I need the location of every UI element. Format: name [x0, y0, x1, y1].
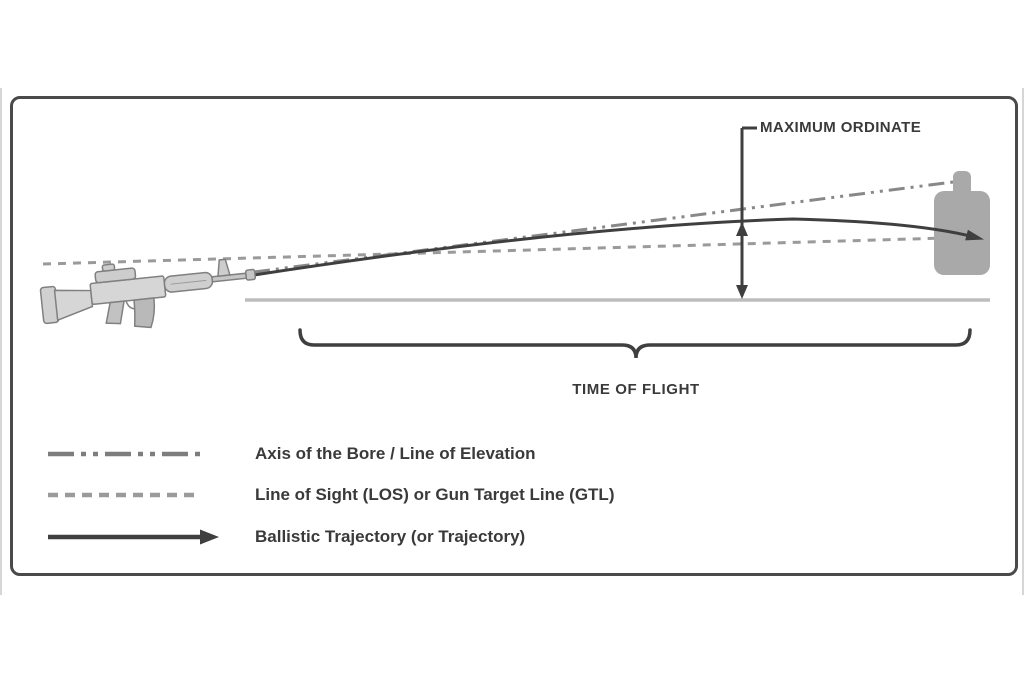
legend-trajectory-arrowhead — [200, 529, 219, 545]
rifle-rear-sight — [101, 263, 116, 272]
max-ordinate-arrow-up — [736, 222, 748, 236]
max-ordinate-marker — [736, 126, 757, 299]
maximum-ordinate-label: MAXIMUM ORDINATE — [760, 119, 922, 136]
time-of-flight-brace — [298, 328, 972, 359]
time-of-flight-label: TIME OF FLIGHT — [572, 381, 700, 398]
rifle-handguard-vent — [170, 279, 207, 285]
rifle-illustration — [39, 258, 257, 329]
line-of-sight-dashed — [42, 235, 982, 266]
target-silhouette — [934, 171, 990, 275]
rifle-grip — [105, 300, 125, 325]
rifle-flash-hider — [244, 268, 257, 281]
max-ordinate-arrow-down — [736, 285, 748, 299]
photo-left-edge — [0, 88, 2, 595]
rifle-front-sight — [217, 258, 231, 278]
bore-axis-line — [253, 180, 954, 274]
diagram-frame: MAXIMUM ORDINATE TIME OF FLIGHT Axis of … — [10, 96, 1018, 576]
photo-right-edge — [1022, 88, 1024, 595]
legend-label-bore-axis: Axis of the Bore / Line of Elevation — [255, 444, 536, 463]
legend-label-line-of-sight: Line of Sight (LOS) or Gun Target Line (… — [255, 485, 615, 504]
legend-label-trajectory: Ballistic Trajectory (or Trajectory) — [255, 527, 526, 546]
trajectory-arrowhead — [965, 229, 984, 241]
legend-line-samples — [48, 451, 219, 545]
rifle-magazine — [133, 297, 156, 329]
diagram-canvas — [39, 126, 990, 545]
rifle-stock — [53, 289, 94, 322]
trajectory-curve — [253, 217, 975, 277]
